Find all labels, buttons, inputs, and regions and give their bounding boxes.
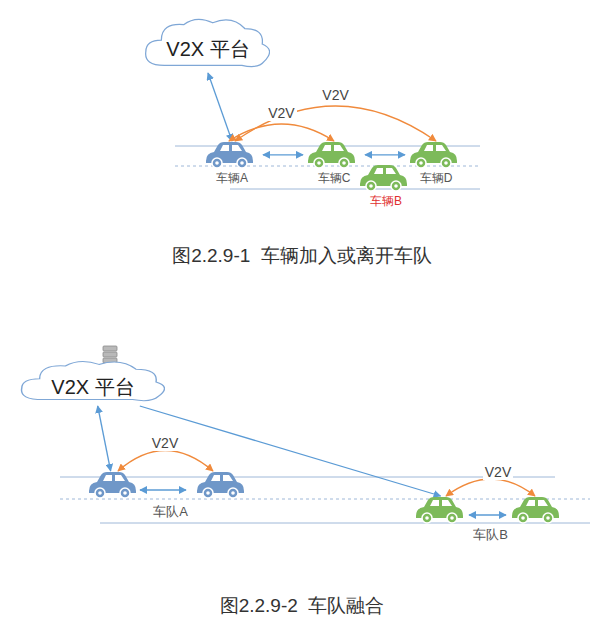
server-icon [103,24,237,369]
vehicle: 车辆D [405,141,467,187]
car-icon [405,141,461,171]
v2v-label: V2V [483,464,513,480]
communication-link [208,73,232,141]
vehicle-label: 车队B [410,526,571,544]
cloud-platform: V2X 平台 [140,15,276,73]
figure-caption: 图2.2.9-1 车辆加入或离开车队 [170,243,434,269]
v2v-label: V2V [150,435,180,451]
vehicle: 车辆C [303,141,365,187]
communication-link [98,406,111,471]
v2v-link [229,124,334,141]
communication-link [140,406,441,496]
vehicle-label: 车辆A [201,170,263,187]
vehicle-label: 车队A [85,503,256,521]
communication-link [263,154,303,155]
link-label: V2V [266,105,296,121]
vehicle-label: 车辆B [355,193,417,210]
car-icon [355,164,411,194]
road-lanes [60,146,590,523]
vehicle-fleet: 车队A [85,471,256,521]
vehicle: 车辆A [201,141,263,187]
car-icon [85,471,250,501]
platform-name: V2X 平台 [140,36,276,63]
communication-link [365,154,405,155]
v2v-link [235,106,436,141]
cloud-platform: V2X 平台 [15,358,171,406]
vehicle-label: 车辆D [405,170,467,187]
vehicle-fleet: 车队B [410,496,571,544]
car-icon [201,141,257,171]
figure-caption: 图2.2.9-2 车队融合 [218,593,387,619]
platform-name: V2X 平台 [15,374,171,401]
vehicle: 车辆B [355,164,417,210]
car-icon [303,141,359,171]
vehicle-label: 车辆C [303,170,365,187]
link-label: V2V [320,87,350,103]
car-icon [410,496,565,526]
